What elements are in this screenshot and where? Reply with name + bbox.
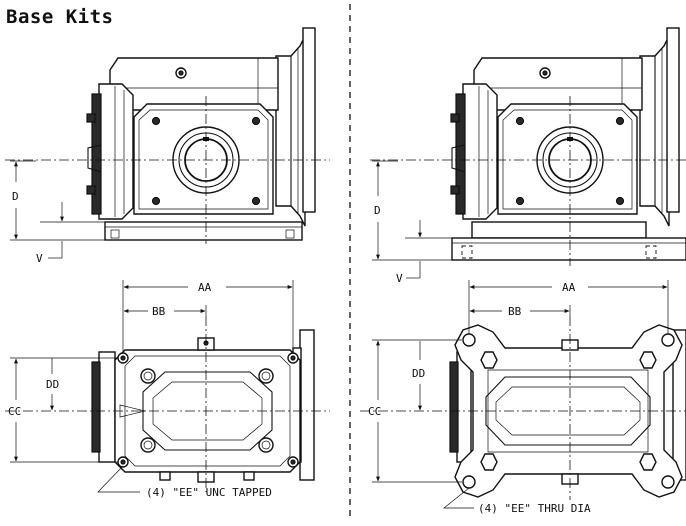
- input-housing: [98, 83, 134, 220]
- base-plate: [454, 324, 683, 498]
- right-side-view: D V: [370, 27, 686, 285]
- left-top-view: AA BB CC DD (4) "EE" UNC TAPPED: [5, 280, 330, 499]
- note-tapped: (4) "EE" UNC TAPPED: [146, 486, 272, 499]
- input-housing: [462, 83, 498, 220]
- dim-label-bb: BB: [152, 305, 166, 318]
- left-side-view: D V: [5, 27, 330, 265]
- dim-label-cc: CC: [8, 405, 21, 418]
- dim-label-cc: CC: [368, 405, 381, 418]
- dim-label-aa: AA: [198, 281, 212, 294]
- dim-label-bb: BB: [508, 305, 522, 318]
- dim-label-dd: DD: [412, 367, 425, 380]
- dim-label-v: V: [36, 252, 43, 265]
- right-top-view: AA BB CC DD (4) "EE" THRU DIA: [360, 280, 686, 515]
- dim-label-d: D: [12, 190, 19, 203]
- dim-label-d: D: [374, 204, 381, 217]
- dim-label-aa: AA: [562, 281, 576, 294]
- dim-label-dd: DD: [46, 378, 59, 391]
- flange-plate: [302, 27, 316, 213]
- output-flange: [299, 329, 315, 481]
- input-housing: [98, 351, 116, 463]
- dim-label-v: V: [396, 272, 403, 285]
- through-hole: [462, 333, 476, 347]
- base-plate: [104, 221, 303, 241]
- input-cover: [91, 93, 102, 215]
- base-riser: [471, 221, 647, 239]
- note-thru: (4) "EE" THRU DIA: [478, 502, 591, 515]
- upper-housing: [473, 57, 643, 111]
- base-plate: [451, 237, 686, 261]
- page-title: Base Kits: [6, 6, 114, 28]
- upper-housing: [109, 57, 279, 111]
